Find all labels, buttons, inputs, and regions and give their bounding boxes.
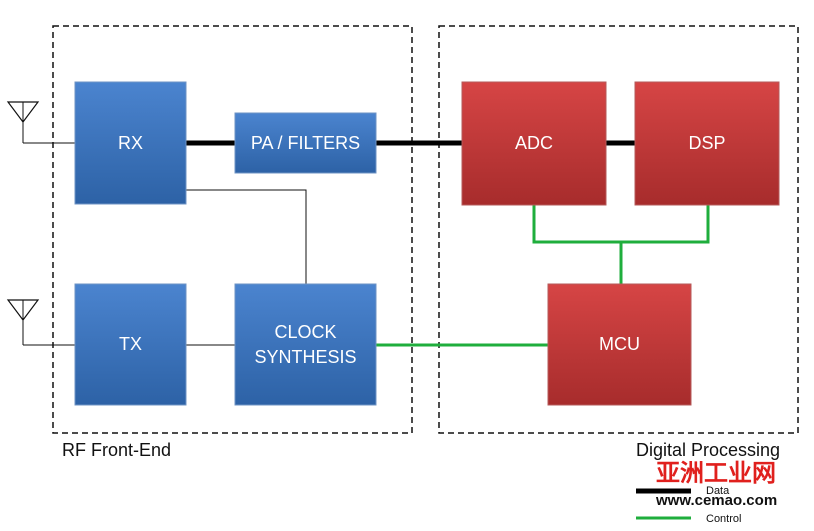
rx-clock-connector bbox=[186, 189, 307, 284]
tx-antenna-icon bbox=[6, 299, 75, 346]
digital-processing-label: Digital Processing bbox=[636, 440, 780, 460]
mcu-block: MCU bbox=[547, 283, 692, 406]
clock-synthesis-block: CLOCK SYNTHESIS bbox=[234, 283, 377, 406]
rx-block-label: RX bbox=[118, 133, 143, 153]
watermark-brand: 亚洲工业网 bbox=[656, 459, 776, 487]
clock-synthesis-label-line1: CLOCK bbox=[274, 322, 336, 342]
watermark-logo: 亚洲工业网 www.cemao.com bbox=[655, 459, 777, 509]
rx-antenna-icon bbox=[6, 101, 75, 144]
adc-block: ADC bbox=[461, 81, 607, 206]
adc-block-label: ADC bbox=[515, 133, 553, 153]
legend: Data Control bbox=[636, 485, 741, 525]
digital-processing-region bbox=[438, 25, 799, 434]
control-line-adc-dsp bbox=[532, 205, 710, 244]
tx-block: TX bbox=[74, 283, 187, 406]
dsp-block: DSP bbox=[634, 81, 780, 206]
pa-filters-block: PA / FILTERS bbox=[234, 112, 377, 174]
rf-front-end-label: RF Front-End bbox=[62, 440, 171, 460]
rx-block: RX bbox=[74, 81, 187, 205]
legend-control-label: Control bbox=[706, 513, 741, 525]
legend-data-label: Data bbox=[706, 485, 730, 497]
watermark-url: www.cemao.com bbox=[655, 492, 777, 509]
clock-synthesis-label-line2: SYNTHESIS bbox=[254, 347, 356, 367]
mcu-block-label: MCU bbox=[599, 334, 640, 354]
rf-front-end-region bbox=[52, 25, 413, 434]
dsp-block-label: DSP bbox=[688, 133, 725, 153]
tx-block-label: TX bbox=[119, 334, 142, 354]
pa-filters-block-label: PA / FILTERS bbox=[251, 133, 360, 153]
